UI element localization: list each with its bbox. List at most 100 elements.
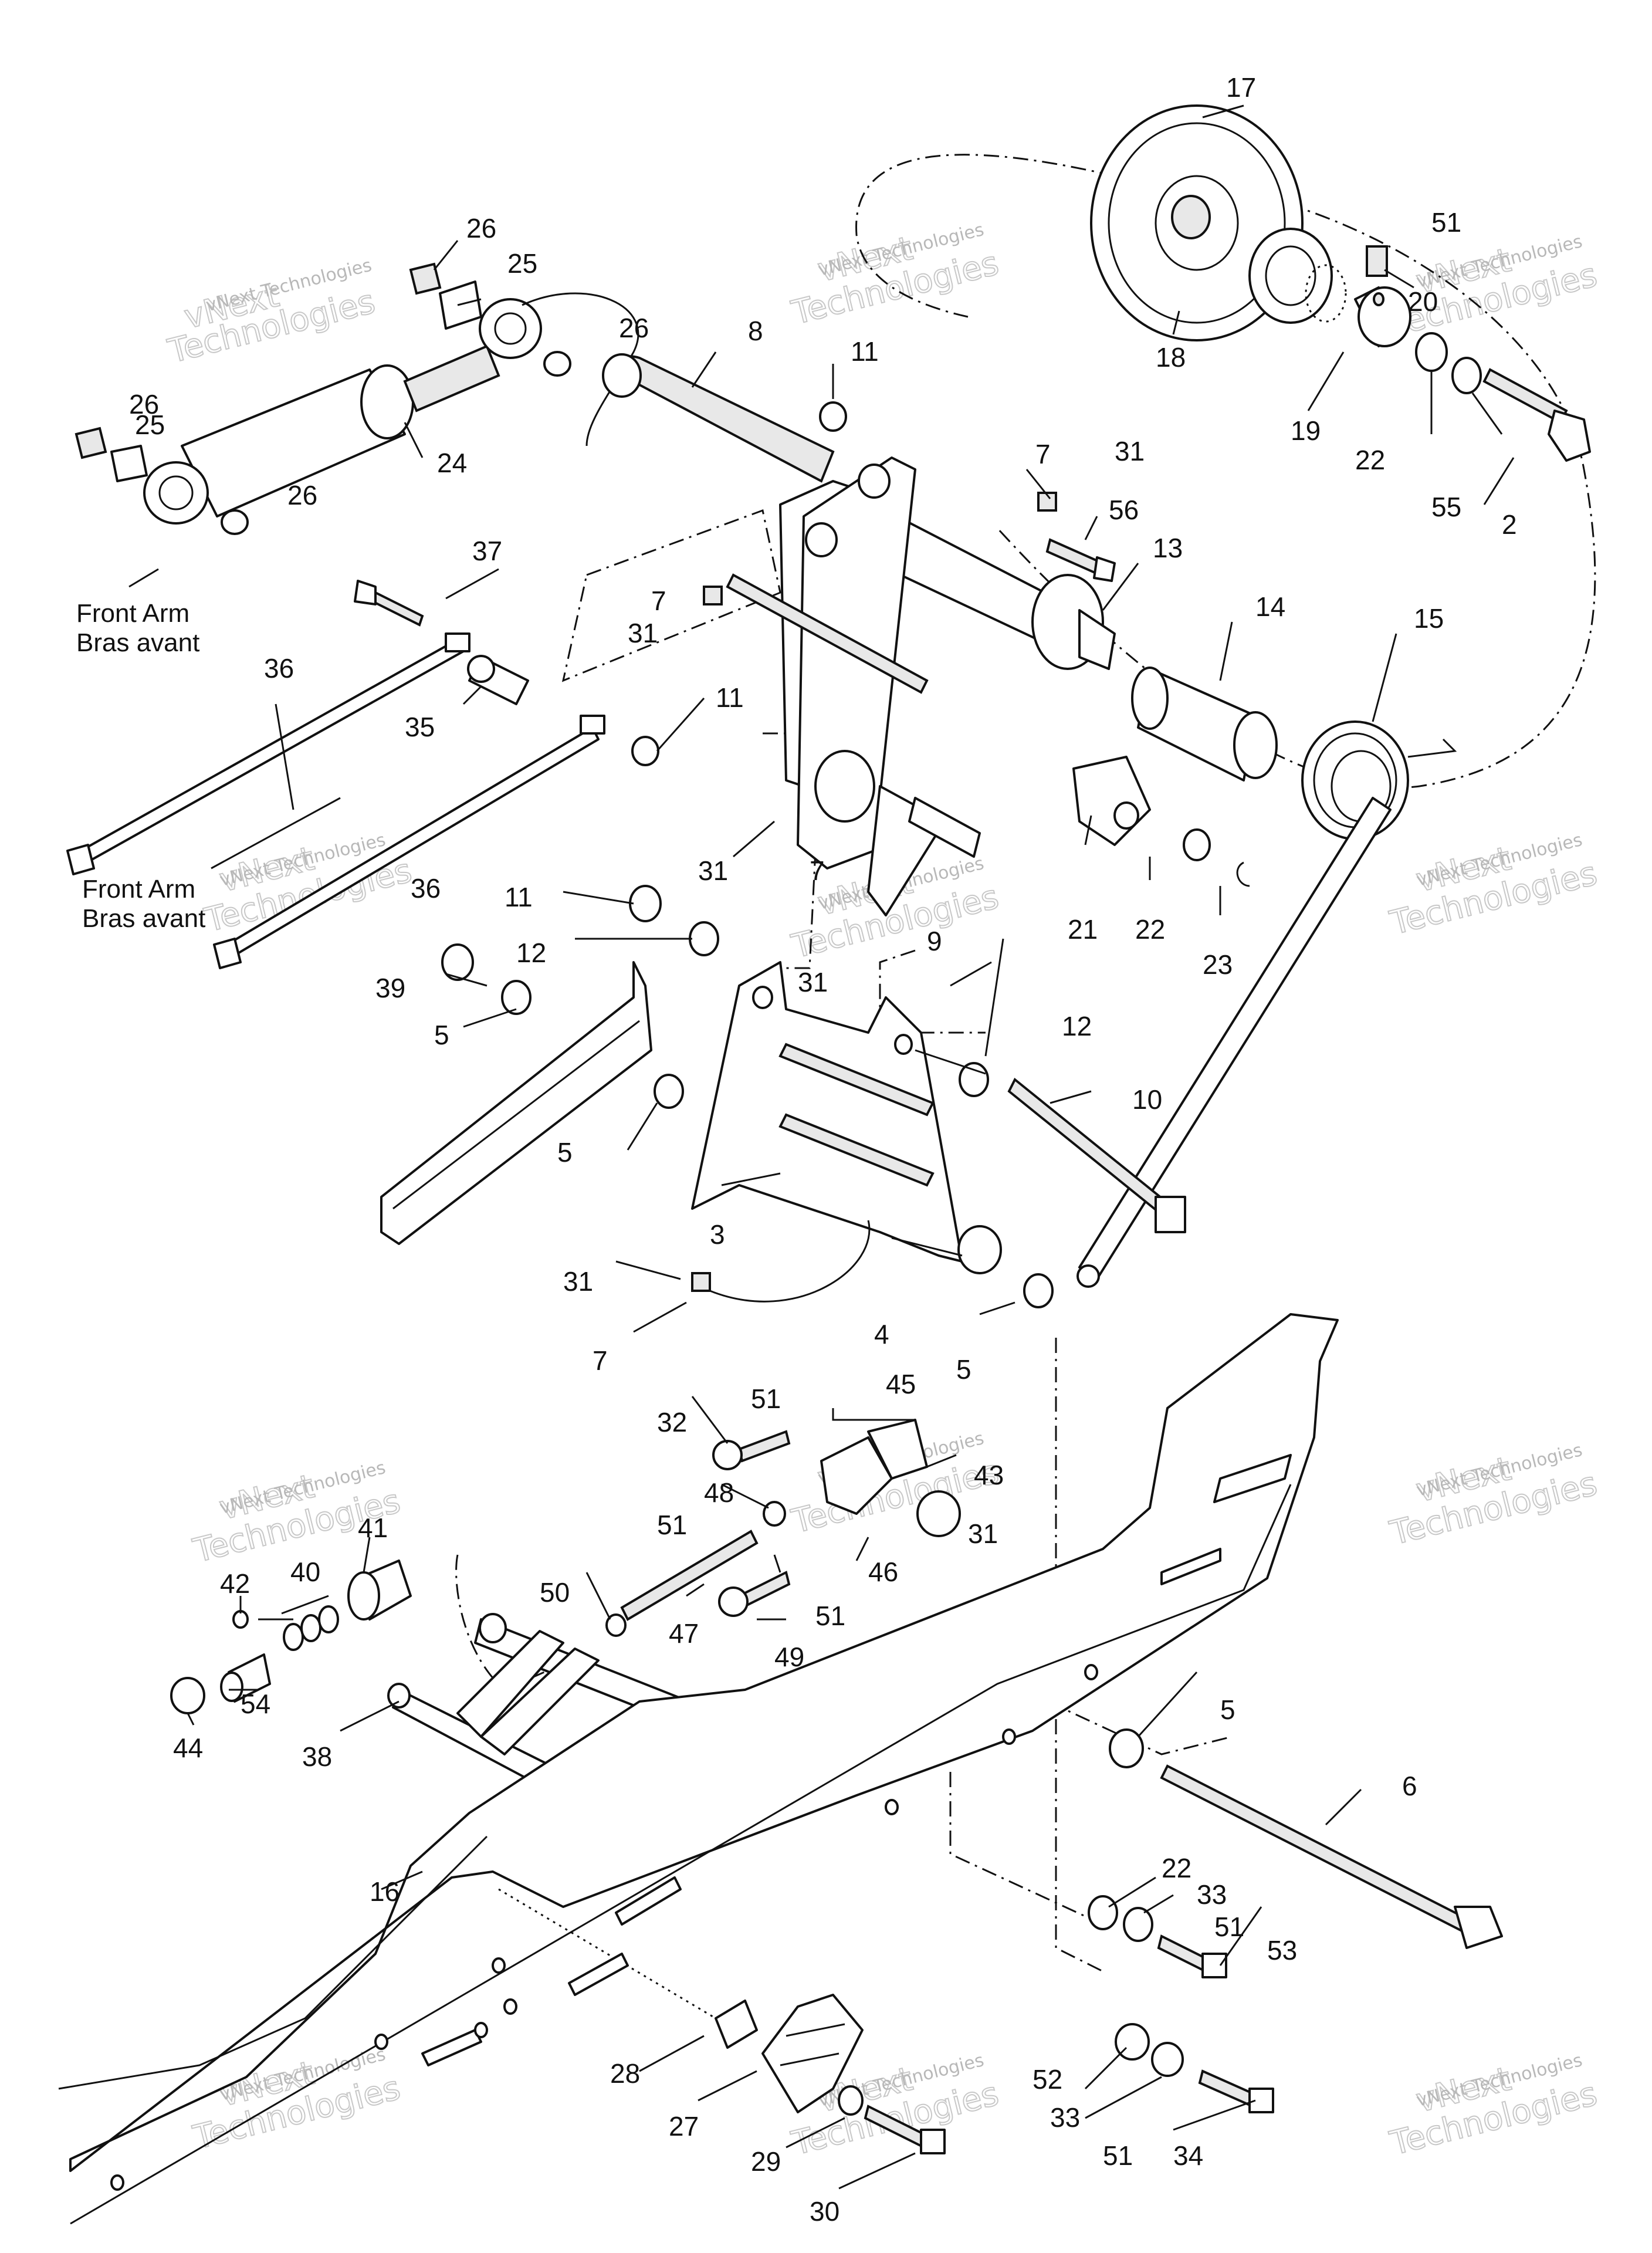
nut-39 (441, 943, 474, 981)
washer-29 (838, 2085, 864, 2116)
washer-22c (1088, 1895, 1118, 1930)
callout-30: 30 (810, 2196, 839, 2227)
stopper (715, 1994, 864, 2113)
washer-50 (605, 1613, 627, 1637)
shock-connector-line (522, 292, 639, 446)
adjuster-block (820, 1419, 961, 1537)
callout-18: 18 (1156, 342, 1186, 373)
washer-33a (1123, 1907, 1153, 1942)
callout-22c: 22 (1162, 1853, 1191, 1883)
callout-40: 40 (290, 1557, 320, 1587)
callout-45: 45 (886, 1369, 916, 1399)
watermark-top-left: vNext Technologies vNext Technologies (164, 255, 380, 371)
callout-4: 4 (874, 1319, 889, 1349)
callout-39: 39 (375, 973, 405, 1003)
callout-26c: 26 (287, 480, 317, 510)
callout-50: 50 (540, 1577, 570, 1608)
callout-26b: 26 (129, 389, 159, 420)
bolt-49 (718, 1571, 791, 1617)
bracket-21 (1072, 756, 1250, 887)
callout-11b: 11 (716, 682, 744, 713)
cross-rod (726, 573, 929, 694)
callout-26a: 26 (466, 213, 496, 243)
callout-19: 19 (1291, 415, 1321, 446)
caption-fr-2: Bras avant (82, 904, 205, 933)
callout-33a: 33 (1197, 1879, 1227, 1910)
rod-36-lower (213, 715, 605, 969)
watermark-top-center: vNext Technologies vNext Technologies (787, 219, 1003, 333)
washer-22b (1451, 357, 1482, 394)
nut-44 (170, 1677, 205, 1714)
callout-3: 3 (710, 1219, 725, 1250)
callout-23: 23 (1203, 949, 1233, 980)
callout-31a: 31 (1115, 436, 1145, 466)
callout-53: 53 (1267, 1935, 1297, 1966)
callout-29: 29 (751, 2146, 781, 2177)
caption-front-arm-1: Front Arm Bras avant (76, 568, 199, 657)
callout-20: 20 (1408, 286, 1438, 317)
callout-51f: 51 (1103, 2140, 1133, 2171)
set-screw (1366, 245, 1388, 277)
caption-fr-1: Bras avant (76, 628, 199, 657)
washer-22a (1415, 332, 1448, 372)
washer-5b (654, 1074, 684, 1109)
rod-36-upper (66, 632, 470, 875)
callout-32: 32 (657, 1407, 687, 1437)
washer-5d (1109, 1728, 1144, 1768)
callout-7b: 7 (651, 586, 666, 616)
callout-48: 48 (704, 1477, 734, 1508)
callout-51b: 51 (751, 1383, 781, 1414)
callout-11a: 11 (851, 336, 879, 367)
callout-7a: 7 (1035, 439, 1051, 469)
callout-31d: 31 (798, 967, 828, 997)
grease-line (709, 1220, 871, 1303)
callout-5a: 5 (434, 1020, 449, 1050)
watermark-top-right: vNext Technologies vNext Technologies (1386, 231, 1602, 345)
callout-5c: 5 (956, 1354, 971, 1385)
washer-12b (959, 1062, 989, 1097)
callout-52: 52 (1032, 2064, 1062, 2095)
callout-9: 9 (927, 926, 942, 956)
callout-31b: 31 (628, 618, 658, 648)
callout-24: 24 (437, 448, 467, 478)
slider-block (380, 961, 652, 1245)
washer-5a (501, 980, 532, 1015)
shock-absorber (143, 298, 542, 525)
sleeve-41 (347, 1559, 412, 1621)
callout-5d: 5 (1220, 1694, 1235, 1725)
callout-8: 8 (748, 316, 763, 346)
callout-31c: 31 (698, 855, 728, 886)
callout-51a: 51 (1431, 207, 1461, 238)
callout-7d: 7 (593, 1345, 608, 1376)
watermark-lower-right: vNext Technologies vNext Technologies (1386, 1440, 1602, 1554)
watermark-mid-left: vNext Technologies vNext Technologies (200, 830, 416, 941)
caption-front-arm-2: Front Arm Bras avant (82, 797, 341, 933)
callout-25b: 25 (135, 410, 165, 440)
washers-40 (283, 1605, 339, 1651)
watermark-lower-left: vNext Technologies vNext Technologies (189, 1457, 405, 1571)
callout-12b: 12 (1062, 1011, 1092, 1041)
bolt-56 (1045, 538, 1116, 582)
callout-21: 21 (1068, 914, 1098, 945)
bolt-37 (354, 580, 424, 627)
washer-48 (763, 1501, 786, 1527)
nut-11b (819, 401, 847, 432)
wheel-spacer (1354, 286, 1411, 347)
callout-43: 43 (974, 1460, 1004, 1490)
spacer-35 (467, 655, 529, 705)
callout-37: 37 (472, 536, 502, 566)
callout-47: 47 (669, 1618, 699, 1649)
callout-27: 27 (669, 2111, 699, 2142)
callout-16: 16 (370, 1876, 400, 1907)
callout-44: 44 (173, 1733, 203, 1763)
callout-22b: 22 (1135, 914, 1165, 945)
callout-51d: 51 (815, 1601, 845, 1631)
callout-55: 55 (1431, 492, 1461, 522)
callout-15: 15 (1414, 603, 1444, 634)
callout-36b: 36 (411, 873, 441, 904)
ring-42 (232, 1610, 249, 1629)
bolt-30 (864, 2105, 946, 2154)
callout-12a: 12 (516, 938, 546, 968)
bearing (1248, 228, 1333, 324)
callout-49: 49 (774, 1642, 804, 1672)
